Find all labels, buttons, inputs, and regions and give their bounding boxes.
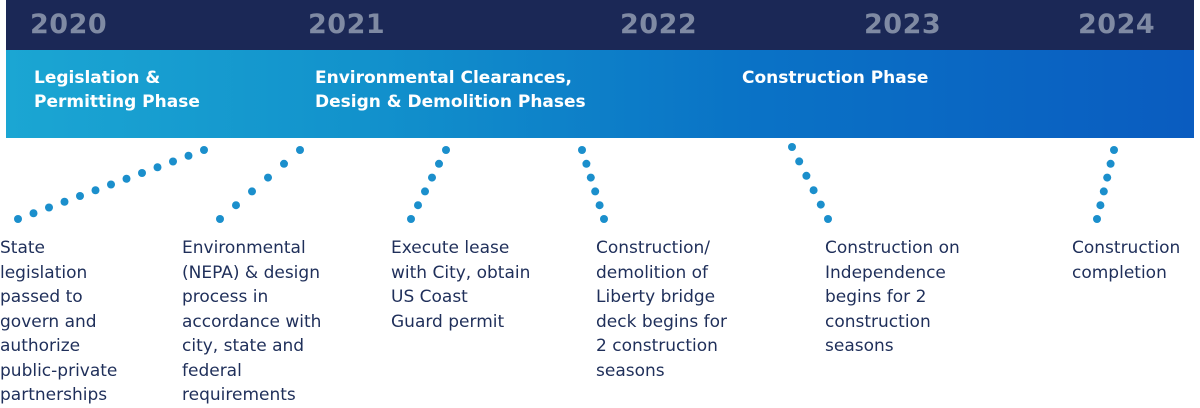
connector-dot — [435, 159, 443, 168]
connector-dot — [248, 187, 256, 196]
connector-dot — [153, 163, 162, 172]
connector-dot — [1099, 187, 1108, 196]
connector-dot — [138, 169, 146, 177]
connector-dot — [428, 173, 436, 182]
year-band: 2020 2021 2022 2023 2024 — [6, 0, 1194, 50]
connector-dot — [169, 157, 177, 166]
year-label: 2021 — [308, 9, 386, 40]
phase-label-legislation: Legislation & Permitting Phase — [34, 68, 200, 112]
connector-dot — [76, 192, 84, 200]
connector-dot — [1106, 159, 1115, 168]
connector-dot — [442, 146, 450, 154]
phase-label-construction: Construction Phase — [742, 68, 929, 88]
phase-band: Legislation & Permitting Phase Environme… — [6, 50, 1194, 138]
connector-dot — [1093, 215, 1101, 223]
connector-dot — [91, 186, 100, 195]
connector-dot — [595, 201, 604, 210]
connector-dot — [407, 215, 415, 223]
milestone-text: State legislation passed to govern and a… — [0, 238, 118, 405]
connector-dot — [788, 143, 796, 151]
year-label: 2023 — [864, 9, 942, 40]
connector-dot — [45, 203, 53, 212]
phase-label-environmental: Environmental Clearances, Design & Demol… — [315, 68, 586, 112]
year-label: 2024 — [1078, 9, 1156, 40]
connector-dot — [1103, 173, 1112, 182]
connector-dot — [122, 174, 131, 183]
connector-dot — [582, 159, 591, 168]
connector-dot — [200, 146, 208, 154]
connector-dot — [795, 157, 804, 166]
connector-dot — [1096, 201, 1105, 210]
milestone-text: Construction/ demolition of Liberty brid… — [596, 238, 728, 381]
connector-dot — [816, 200, 825, 209]
year-label: 2020 — [30, 9, 108, 40]
connector-dot — [824, 215, 832, 223]
connector-dot — [586, 173, 595, 182]
connector-dot — [232, 201, 240, 210]
connector-dot — [296, 146, 304, 154]
connector-dot — [809, 186, 818, 195]
connector-dot — [29, 209, 38, 218]
milestone-text: Execute lease with City, obtain US Coast… — [391, 238, 531, 332]
connector-dot — [591, 187, 600, 196]
connector-dot — [280, 159, 288, 168]
connector-dot — [216, 215, 224, 223]
connector-dot — [802, 171, 811, 180]
connector-dot — [14, 215, 22, 223]
connector-dot — [414, 201, 422, 210]
connector-dot — [600, 215, 608, 223]
milestone-text: Construction on Independence begins for … — [825, 238, 960, 356]
milestone-text: Construction completion — [1072, 238, 1181, 283]
year-label: 2022 — [620, 9, 698, 40]
connector-dot — [184, 151, 193, 160]
connector-dot — [60, 197, 69, 206]
connector-dot — [1110, 146, 1118, 154]
connector-dot — [264, 173, 272, 182]
milestone-text: Environmental (NEPA) & design process in… — [182, 238, 322, 405]
connector-dot — [578, 146, 586, 154]
connector-dot — [421, 187, 429, 196]
connector-dot — [107, 180, 115, 189]
